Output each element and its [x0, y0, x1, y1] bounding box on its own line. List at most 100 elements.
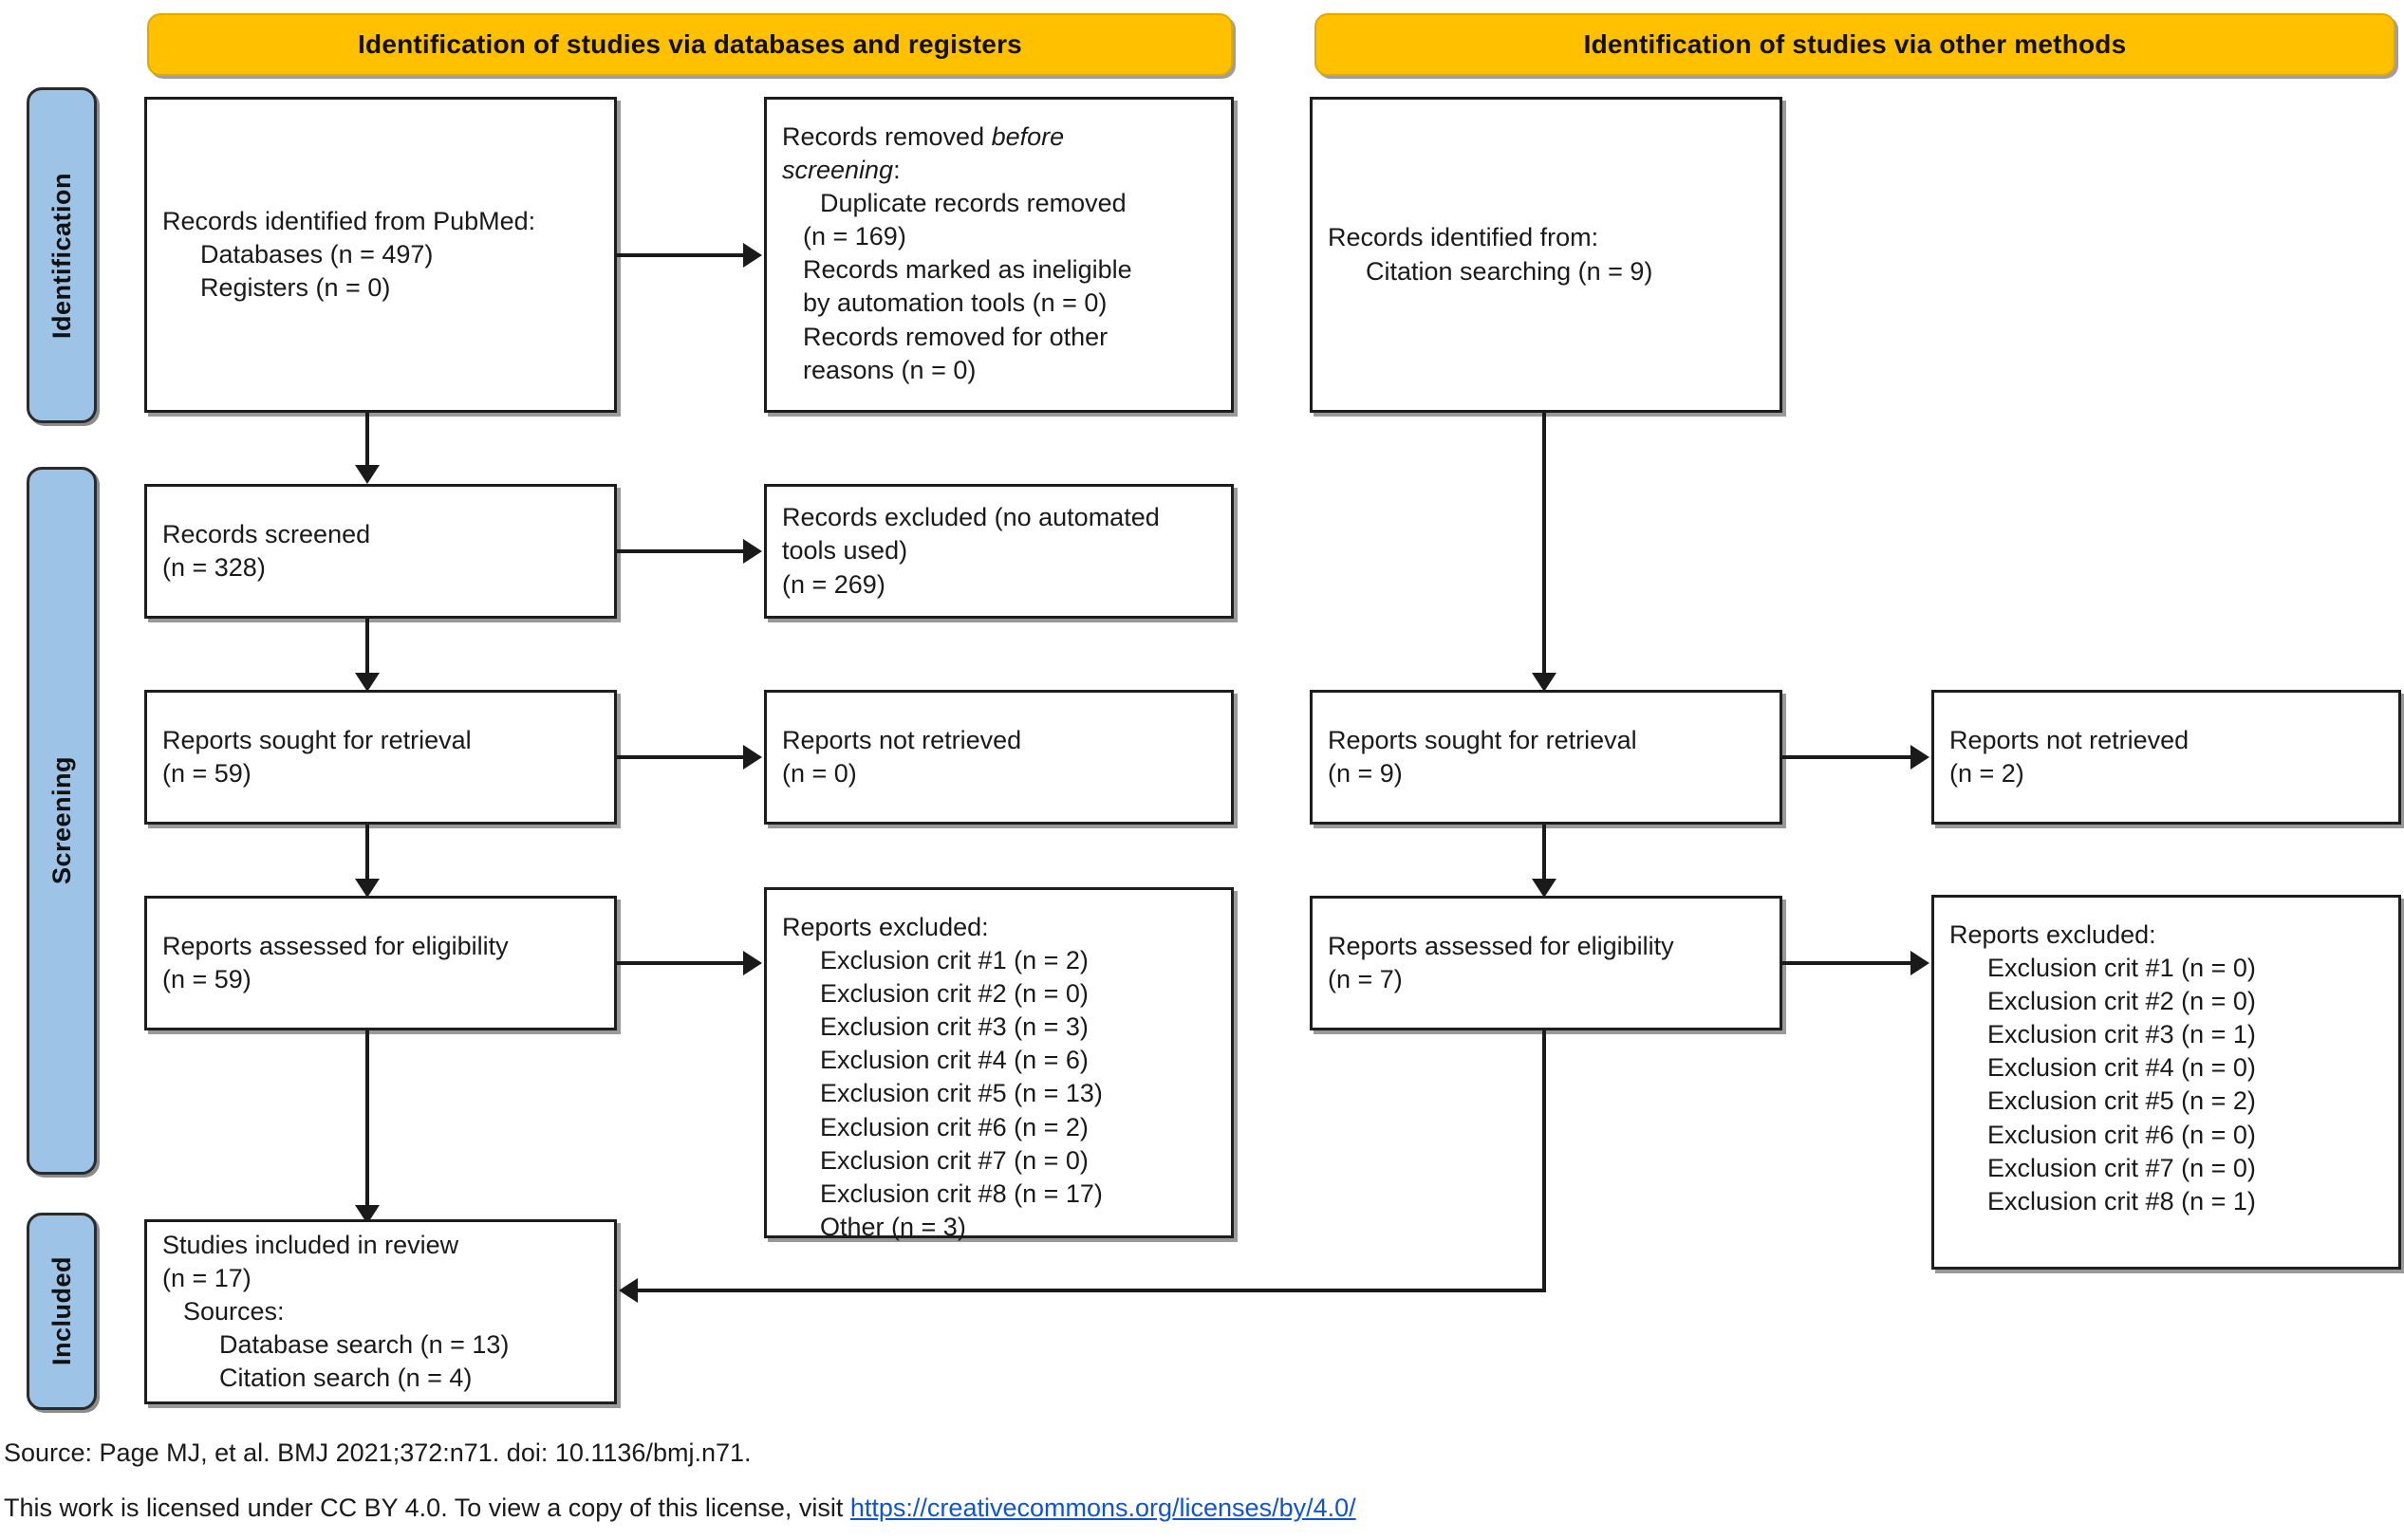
connector-assessed-to-included [365, 1030, 369, 1211]
arrowhead-sought-to-assessed-right [1532, 879, 1556, 898]
connector-screened-to-sought [365, 619, 369, 677]
box-reports-assessed-left: Reports assessed for eligibility (n = 59… [144, 896, 617, 1030]
arrowhead-sought-to-not-retrieved-left [743, 745, 762, 770]
arrowhead-other-identified-to-sought-right [1532, 673, 1556, 692]
box-line: Records marked as ineligible [803, 255, 1132, 285]
box-line: Citation searching (n = 9) [1366, 256, 1653, 286]
arrowhead-sought-to-assessed-left [355, 879, 380, 898]
box-line: Records removed for other [803, 322, 1109, 351]
box-line: Reports assessed for eligibility [162, 931, 509, 960]
column-header-other-methods-label: Identification of studies via other meth… [1583, 29, 2127, 59]
box-records-removed-before-screening: Records removed before screening: Duplic… [764, 97, 1234, 413]
box-line: (n = 328) [162, 553, 266, 582]
connector-identified-to-screened [365, 413, 369, 470]
arrowhead-assessed-to-excluded-left [743, 951, 762, 975]
box-heading: Records removed before [782, 121, 1216, 154]
box-line: Exclusion crit #7 (n = 0) [820, 1145, 1089, 1175]
footer-license-text: This work is licensed under CC BY 4.0. T… [4, 1494, 850, 1522]
connector-right-assessed-to-included [638, 1289, 1546, 1292]
box-reports-not-retrieved-left: Reports not retrieved (n = 0) [764, 690, 1234, 825]
stage-pill-included: Included [27, 1213, 97, 1410]
box-records-screened: Records screened (n = 328) [144, 484, 617, 619]
box-line: Exclusion crit #8 (n = 1) [1987, 1186, 2256, 1215]
box-line: (n = 0) [782, 759, 857, 788]
box-heading-part-c: screening [782, 156, 894, 185]
box-line: Exclusion crit #3 (n = 3) [820, 1012, 1089, 1042]
box-line: (n = 59) [162, 759, 252, 788]
box-line: Exclusion crit #4 (n = 0) [1987, 1053, 2256, 1083]
connector-identified-to-removed [617, 253, 745, 257]
box-reports-not-retrieved-right: Reports not retrieved (n = 2) [1931, 690, 2401, 825]
box-records-identified: Records identified from PubMed: Database… [144, 97, 617, 413]
connector-assessed-to-excluded-right [1782, 961, 1912, 965]
box-line: Databases (n = 497) [200, 239, 434, 269]
box-line: Citation search (n = 4) [219, 1364, 473, 1393]
arrowhead-assessed-to-excluded-right [1910, 951, 1929, 975]
box-line: Reports not retrieved [782, 725, 1022, 754]
box-line: Reports not retrieved [1949, 725, 2190, 754]
box-line: (n = 169) [803, 222, 906, 251]
arrowhead-sought-to-not-retrieved-right [1910, 745, 1929, 770]
arrowhead-identified-to-removed [743, 243, 762, 268]
box-line: Exclusion crit #5 (n = 13) [820, 1079, 1103, 1108]
box-reports-excluded-right: Reports excluded: Exclusion crit #1 (n =… [1931, 895, 2401, 1270]
box-heading-part-a: Records removed [782, 122, 992, 151]
box-line: Exclusion crit #1 (n = 0) [1987, 954, 2256, 983]
connector-sought-to-not-retrieved-left [617, 755, 745, 759]
column-header-other-methods: Identification of studies via other meth… [1314, 13, 2395, 76]
box-line: (n = 59) [162, 965, 252, 993]
box-studies-included: Studies included in review (n = 17) Sour… [144, 1219, 617, 1404]
box-line: Registers (n = 0) [200, 273, 391, 303]
connector-sought-to-not-retrieved-right [1782, 755, 1912, 759]
stage-label-screening: Screening [47, 756, 76, 885]
box-line: Exclusion crit #6 (n = 0) [1987, 1120, 2256, 1149]
box-line: (n = 7) [1328, 965, 1403, 993]
box-records-identified-other: Records identified from: Citation search… [1310, 97, 1782, 413]
box-line: by automation tools (n = 0) [803, 288, 1108, 318]
box-line: Records screened [162, 519, 371, 548]
box-line: Other (n = 3) [820, 1212, 966, 1241]
box-line: Exclusion crit #6 (n = 2) [820, 1112, 1089, 1141]
box-heading-cont: screening: [782, 154, 1216, 187]
connector-sought-to-assessed-right [1542, 825, 1546, 883]
box-reports-assessed-right: Reports assessed for eligibility (n = 7) [1310, 896, 1782, 1030]
column-header-databases: Identification of studies via databases … [147, 13, 1233, 76]
connector-sought-to-assessed-left [365, 825, 369, 883]
arrowhead-right-assessed-to-included [619, 1278, 638, 1303]
footer-license-link[interactable]: https://creativecommons.org/licenses/by/… [849, 1494, 1356, 1522]
connector-screened-to-excluded [617, 549, 745, 553]
box-line: reasons (n = 0) [803, 355, 977, 384]
box-line: Records identified from: [1328, 223, 1599, 252]
box-line: (n = 17) [162, 1263, 252, 1292]
connector-right-assessed-down [1542, 1030, 1546, 1292]
box-line: Exclusion crit #7 (n = 0) [1987, 1153, 2256, 1182]
box-line: Exclusion crit #3 (n = 1) [1987, 1020, 2256, 1049]
footer-source: Source: Page MJ, et al. BMJ 2021;372:n71… [4, 1438, 752, 1467]
box-line: Duplicate records removed [820, 189, 1127, 218]
box-line: (n = 9) [1328, 759, 1403, 788]
box-line: (n = 269) [782, 569, 885, 599]
stage-label-identification: Identification [47, 172, 76, 339]
box-line: Database search (n = 13) [219, 1330, 510, 1360]
box-line: Reports sought for retrieval [162, 725, 472, 754]
box-reports-sought-left: Reports sought for retrieval (n = 59) [144, 690, 617, 825]
box-reports-excluded-left: Reports excluded: Exclusion crit #1 (n =… [764, 887, 1234, 1241]
box-heading: Reports excluded: [782, 913, 989, 941]
footer-license: This work is licensed under CC BY 4.0. T… [4, 1494, 1356, 1523]
box-line: Studies included in review [162, 1230, 459, 1259]
column-header-databases-label: Identification of studies via databases … [358, 29, 1022, 59]
box-line: Exclusion crit #4 (n = 6) [820, 1046, 1089, 1075]
box-line: tools used) [782, 536, 908, 566]
box-line: Reports assessed for eligibility [1328, 931, 1674, 960]
box-line: Reports sought for retrieval [1328, 725, 1637, 754]
box-records-excluded: Records excluded (no automated tools use… [764, 484, 1234, 619]
box-line: Exclusion crit #1 (n = 2) [820, 946, 1089, 975]
box-line: Exclusion crit #5 (n = 2) [1987, 1086, 2256, 1116]
box-line: (n = 2) [1949, 759, 2024, 788]
box-reports-sought-right: Reports sought for retrieval (n = 9) [1310, 690, 1782, 825]
box-heading-part-b: before [991, 122, 1065, 151]
connector-other-identified-to-sought-right [1542, 413, 1546, 677]
stage-label-included: Included [47, 1256, 76, 1366]
stage-pill-screening: Screening [27, 467, 97, 1175]
